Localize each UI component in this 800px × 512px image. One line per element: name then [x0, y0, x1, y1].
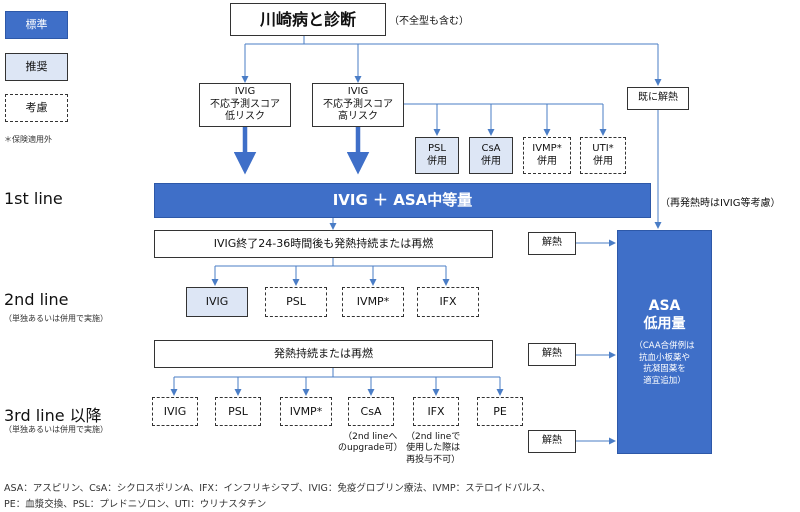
asa-low-dose-title: ASA 低用量	[643, 297, 686, 333]
ivig-high-risk-box: IVIG 不応予測スコア 高リスク	[312, 83, 404, 127]
third-ivig-box: IVIG	[152, 397, 198, 426]
afebrile-box-3: 解熱	[528, 430, 576, 453]
second-ivig-box: IVIG	[186, 287, 248, 317]
second-line-sub: （単独あるいは併用で実施）	[4, 314, 108, 323]
diagnosis-aside: （不全型も含む）	[389, 16, 469, 27]
first-line-label: 1st line	[4, 189, 63, 208]
combo-psl-box: PSL 併用	[415, 137, 459, 174]
legend-standard: 標準	[5, 11, 68, 39]
third-ifx-box: IFX	[413, 397, 459, 426]
legend-recommended: 推奨	[5, 53, 68, 81]
second-ivmp-box: IVMP*	[342, 287, 404, 317]
third-line-sub: （単独あるいは併用で実施）	[4, 425, 108, 434]
first-line-treatment-box: IVIG ＋ ASA中等量	[154, 183, 651, 218]
second-ifx-box: IFX	[417, 287, 479, 317]
legend-consider: 考慮	[5, 94, 68, 122]
combo-csa-box: CsA 併用	[469, 137, 513, 174]
footnote-line-1: ASA：アスピリン、CsA：シクロスポリンA、IFX：インフリキシマブ、IVIG…	[4, 483, 551, 494]
second-line-label: 2nd line	[4, 290, 69, 309]
afebrile-box-1: 解熱	[528, 232, 576, 255]
csa-note: （2nd lineへ のupgrade可）	[338, 432, 403, 454]
ifx-note: （2nd lineで 使用した際は 再投与不可）	[406, 432, 461, 465]
persistent-fever-after-ivig-box: IVIG終了24-36時間後も発熱持続または再燃	[154, 230, 493, 258]
third-psl-box: PSL	[215, 397, 261, 426]
third-csa-box: CsA	[348, 397, 394, 426]
asa-low-dose-detail: （CAA合併例は 抗血小板薬や 抗凝固薬を 適宜追加）	[634, 341, 695, 386]
footnote-line-2: PE：血漿交換、PSL：プレドニゾロン、UTI：ウリナスタチン	[4, 499, 267, 510]
persistent-fever-box: 発熱持続または再燃	[154, 340, 493, 368]
refever-note: （再発熱時はIVIG等考慮）	[660, 198, 781, 209]
third-ivmp-box: IVMP*	[280, 397, 332, 426]
third-line-label: 3rd line 以降	[4, 406, 102, 425]
already-afebrile-box: 既に解熱	[627, 87, 689, 110]
combo-ivmp-box: IVMP* 併用	[523, 137, 571, 174]
ivig-low-risk-box: IVIG 不応予測スコア 低リスク	[199, 83, 291, 127]
diagnosis-box: 川崎病と診断	[230, 3, 386, 36]
legend-note: ＊保険適用外	[4, 135, 52, 144]
second-psl-box: PSL	[265, 287, 327, 317]
afebrile-box-2: 解熱	[528, 343, 576, 366]
asa-low-dose-box: ASA 低用量 （CAA合併例は 抗血小板薬や 抗凝固薬を 適宜追加）	[617, 230, 712, 454]
third-pe-box: PE	[477, 397, 523, 426]
combo-uti-box: UTI* 併用	[580, 137, 626, 174]
